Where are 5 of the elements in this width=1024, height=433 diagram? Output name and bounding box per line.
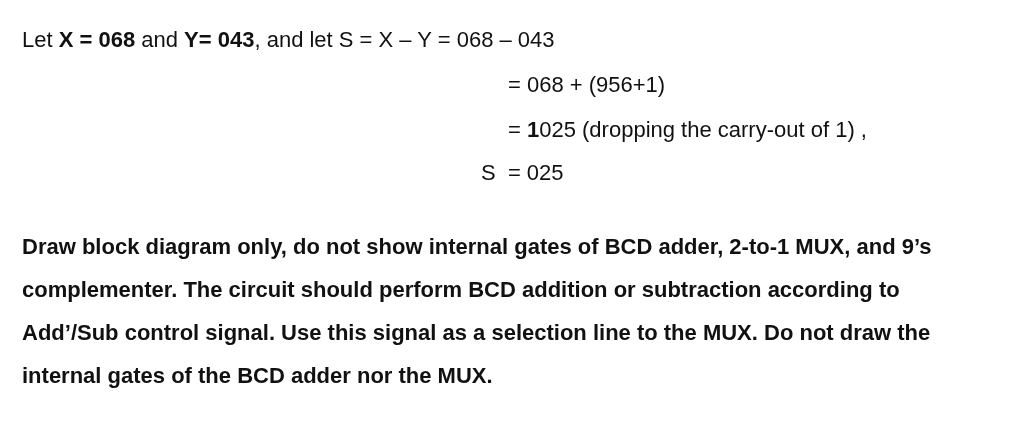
instruction-paragraph: Draw block diagram only, do not show internal gates of BCD adder, 2-to-1 MUX, and 9’s complementer. The circuit should perform BCD addition or subtraction according to Add’/Sub control signal. Use this signal as a selection line to the MUX. Do not draw the internal gates of the BCD adder nor the MUX. bbox=[22, 233, 933, 390]
equation-line: S = 025 bbox=[481, 160, 564, 186]
equation-line: = 1025 (dropping the carry-out of 1) , bbox=[508, 117, 867, 143]
equation-line: = 068 + (956+1) bbox=[508, 72, 666, 98]
equation-line: Let X = 068 and Y= 043, and let S = X – Y = 068 – 043 bbox=[22, 27, 555, 53]
